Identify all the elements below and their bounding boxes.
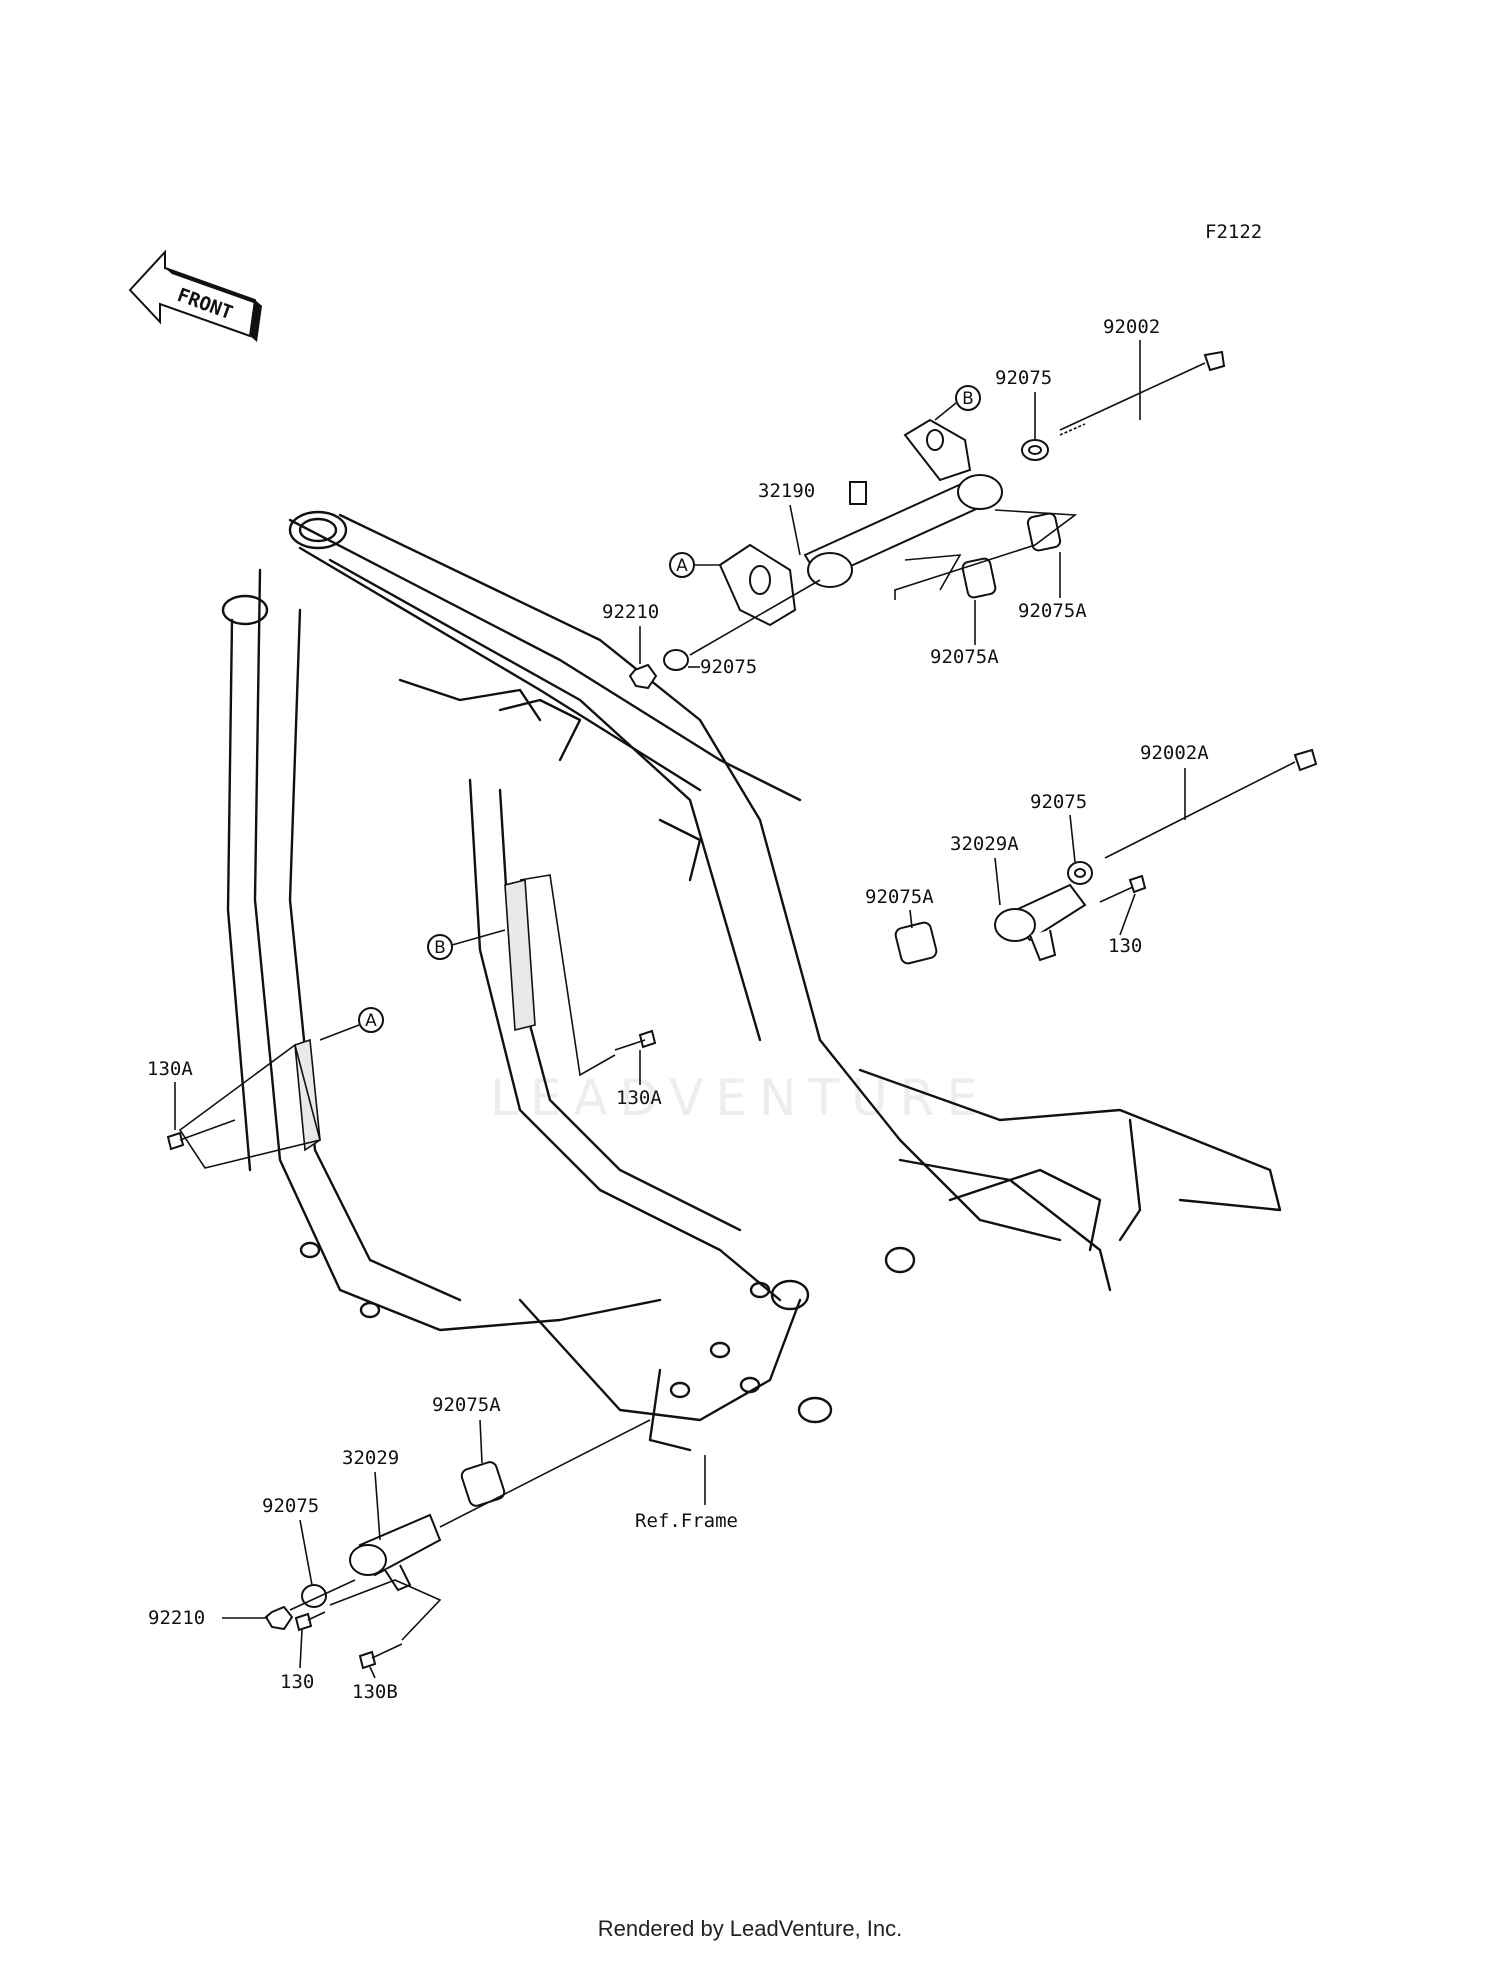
bolt-92002A (1104, 748, 1318, 859)
bolt-130-bottom (294, 1611, 326, 1632)
label-92002A: 92002A (1140, 742, 1209, 764)
bolt-130-right (1099, 874, 1147, 903)
label-92075-mid: 92075 (700, 656, 757, 678)
damper-92075A-right (894, 921, 938, 965)
damper-92075A-top (894, 509, 1078, 600)
bolt-130A-mid (614, 1029, 657, 1051)
collar-92075-bottom (301, 1584, 327, 1608)
damper-92075A-bottom (460, 1461, 506, 1507)
watermark: LEADVENTURE (490, 1069, 990, 1127)
label-32029: 32029 (342, 1447, 399, 1469)
label-32190: 32190 (758, 480, 815, 502)
part-labels: 92002 92075 32190 92210 92075 92075A 920… (147, 316, 1209, 1703)
label-92075A-r1: 92075A (1018, 600, 1087, 622)
label-130-right: 130 (1108, 935, 1142, 957)
label-92002: 92002 (1103, 316, 1160, 338)
label-130-bottom: 130 (280, 1671, 314, 1693)
label-92075A-bottom: 92075A (432, 1394, 501, 1416)
collar-92075-mid (663, 649, 689, 671)
svg-text:B: B (434, 938, 446, 958)
callout-B-mid: B (427, 929, 506, 960)
label-ref-frame: Ref.Frame (635, 1510, 738, 1532)
label-92075-top: 92075 (995, 367, 1052, 389)
bolt-92002 (1059, 350, 1226, 436)
label-130B: 130B (352, 1681, 398, 1703)
nut-92210-bottom (264, 1605, 294, 1631)
svg-text:A: A (676, 556, 688, 576)
figure-code: F2122 (1205, 221, 1262, 243)
bracket-32029A (994, 883, 1087, 962)
footer-credit: Rendered by LeadVenture, Inc. (597, 1916, 903, 1941)
svg-text:B: B (962, 389, 974, 409)
label-32029A: 32029A (950, 833, 1019, 855)
label-92075A-r2: 92075A (930, 646, 999, 668)
front-arrow-badge: FRONT (128, 249, 262, 342)
label-92075-right: 92075 (1030, 791, 1087, 813)
bracket-32029 (349, 1513, 442, 1592)
callout-A-top: A (669, 552, 720, 578)
bolt-130B (358, 1643, 403, 1670)
label-130A-mid: 130A (616, 1087, 662, 1109)
collar-92075-top (1021, 439, 1049, 461)
label-92210-top: 92210 (602, 601, 659, 623)
engine-mount-bracket-32190 (718, 418, 1003, 627)
svg-text:A: A (365, 1011, 377, 1031)
label-92210-bottom: 92210 (148, 1607, 205, 1629)
callout-A-left: A (319, 1007, 384, 1041)
collar-92075-right (1067, 861, 1093, 885)
label-92075A-r3: 92075A (865, 886, 934, 908)
motorcycle-frame (221, 510, 1282, 1452)
callout-B-top: B (934, 385, 981, 421)
label-130A-left: 130A (147, 1058, 193, 1080)
nut-92210-top (628, 663, 658, 690)
bolt-130A-left (166, 1119, 236, 1151)
label-92075-bottom: 92075 (262, 1495, 319, 1517)
